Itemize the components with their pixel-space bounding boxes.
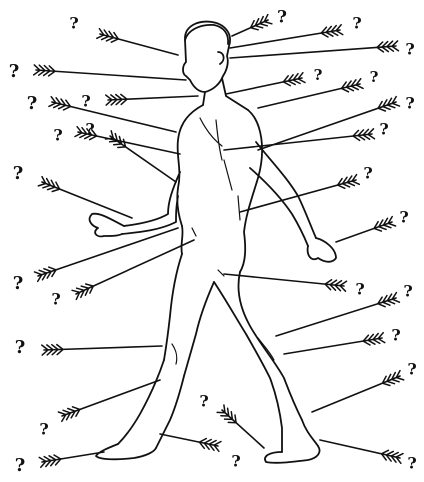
question-label: ?: [199, 392, 208, 411]
pointer-5: ?: [9, 61, 186, 82]
hair-outline: [185, 25, 228, 44]
question-label: ?: [9, 61, 20, 82]
pointer-line: [62, 380, 160, 416]
arrow-fletching-icon: [97, 29, 119, 43]
question-label: ?: [51, 290, 60, 309]
pointer-line: [36, 70, 186, 80]
question-label: ?: [399, 208, 408, 227]
question-label: ?: [69, 14, 78, 33]
arrow-fletching-icon: [378, 293, 400, 307]
question-label: ?: [27, 93, 38, 114]
pointer-line: [320, 440, 400, 458]
arrow-fletching-icon: [283, 73, 305, 86]
rear-hand: [308, 238, 336, 262]
pointer-23: ?: [312, 360, 417, 413]
arrow-fletching-icon: [378, 97, 399, 111]
question-label: ?: [13, 273, 24, 294]
pointer-27: ?: [15, 452, 104, 476]
arrow-fletching-icon: [35, 267, 57, 281]
back-outline: [240, 110, 262, 272]
front-shin: [118, 360, 164, 444]
rear-leg-front-line: [214, 282, 282, 452]
arrow-fletching-icon: [338, 175, 360, 189]
question-label: ?: [355, 280, 364, 299]
pointer-17: ?: [13, 228, 178, 294]
muscle-detail-lines: [172, 118, 274, 364]
question-label: ?: [231, 452, 240, 471]
arrow-fletching-icon: [58, 407, 79, 422]
abdomen-line: [181, 226, 182, 254]
front-thigh-front: [164, 254, 182, 360]
rear-arm-upper: [256, 142, 316, 238]
pointer-14: ?: [13, 163, 132, 218]
arrow-fletching-icon: [199, 439, 221, 452]
question-label: ?: [405, 40, 414, 59]
pointer-25: ?: [199, 392, 264, 449]
pointer-6: ?: [226, 66, 323, 94]
front-hand: [90, 214, 124, 237]
pointer-22: ?: [284, 326, 401, 355]
question-label: ?: [13, 163, 24, 184]
question-label: ?: [85, 120, 94, 139]
question-label: ?: [352, 14, 361, 33]
question-label: ?: [39, 420, 48, 439]
question-label: ?: [403, 282, 412, 301]
pointer-line: [258, 102, 396, 150]
ear-outline: [218, 52, 224, 64]
pointer-26: ?: [160, 434, 241, 471]
question-label: ?: [277, 8, 287, 28]
question-label: ?: [391, 326, 400, 345]
buttock-outline: [238, 272, 302, 420]
arrow-fletching-icon: [49, 97, 71, 110]
pointer-3: ?: [230, 14, 362, 49]
front-thigh-back: [184, 282, 214, 376]
question-label: ?: [407, 360, 416, 379]
question-label: ?: [370, 68, 379, 86]
arrow-fletching-icon: [38, 177, 59, 192]
arrow-fletching-icon: [72, 284, 93, 299]
question-label: ?: [407, 454, 416, 473]
arrow-fletching-icon: [251, 15, 272, 30]
question-label: ?: [314, 66, 323, 84]
pointer-19: ?: [224, 274, 365, 299]
pointer-28: ?: [320, 440, 417, 473]
pointer-line: [284, 338, 382, 354]
pointer-9: ?: [81, 92, 198, 111]
pointer-line: [110, 136, 176, 182]
pointer-line: [230, 46, 396, 58]
pointer-2: ?: [232, 8, 287, 37]
pointer-line: [258, 84, 360, 108]
pointer-13: ?: [224, 120, 389, 151]
question-label: ?: [405, 94, 414, 113]
pointer-line: [230, 30, 340, 48]
front-calf: [156, 376, 184, 448]
arrow-fletching-icon: [374, 217, 396, 232]
question-label: ?: [379, 120, 388, 139]
rear-foot: [265, 446, 320, 463]
rear-leg-lower: [302, 420, 318, 446]
front-foot: [96, 444, 156, 459]
human-figure: [90, 22, 336, 463]
question-label: ?: [53, 126, 62, 145]
arrow-fletching-icon: [382, 371, 403, 386]
pointer-1: ?: [69, 14, 178, 56]
question-label: ?: [15, 337, 26, 358]
pointer-21: ?: [15, 337, 162, 358]
pointer-8: ?: [27, 93, 176, 132]
chest-outline: [177, 105, 203, 226]
question-label: ?: [363, 164, 372, 183]
arrow-fletching-icon: [382, 450, 404, 463]
question-label: ?: [81, 92, 90, 111]
pointer-line: [100, 34, 178, 55]
pointer-group: ????????????????????????????: [9, 8, 417, 477]
pointer-16: ?: [336, 208, 409, 243]
pointer-4: ?: [230, 40, 415, 59]
question-label: ?: [15, 455, 26, 476]
arrow-fletching-icon: [342, 79, 364, 92]
